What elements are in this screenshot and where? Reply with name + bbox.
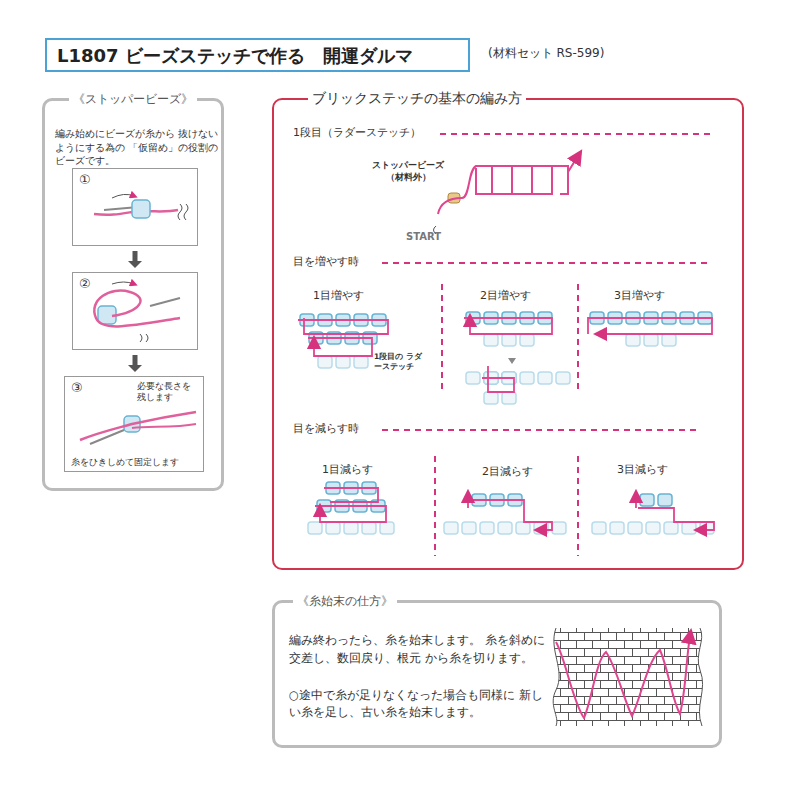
label-text: (材料セット RS-599) [488,46,604,62]
heading-wrap: ブリックステッチの基本の編み方 [308,89,526,108]
step-arrow [128,355,142,372]
label-text: 3目増やす [614,289,665,303]
title-box: L1807 ビーズステッチで作る 開運ダルマ [45,38,470,72]
label-text: 2目減らす [482,465,533,479]
panel-heading: 《ストッパービーズ》 [69,92,197,106]
panel-box: ② [72,272,198,350]
panel-box: ③ 必要な長さを 残します糸をひきしめて固定します [64,376,204,472]
label-text: START [406,230,441,243]
step-number: ② [79,275,91,293]
step-arrow [128,251,142,268]
step-number: ③ [71,379,83,397]
note-text: 糸をひきしめて固定します [71,456,179,468]
step-number: ① [79,171,91,189]
panel-box: ① [72,168,198,246]
heading-wrap: 《ストッパービーズ》 [45,91,221,107]
label-text: 目を減らす時 [293,422,359,436]
label-text: ストッパービーズ （材料外） [366,160,450,183]
label-text: 1段目の ラダーステッチ [374,352,426,372]
panel-box: ブリックステッチの基本の編み方 [272,98,744,570]
label-text: 2目増やす [480,289,531,303]
label-text: 3目減らす [617,463,668,477]
note-text: 編み始めにビーズが糸から 抜けないようにする為の 「仮留め」の役割のビーズです。 [55,127,220,168]
title-text: L1807 ビーズステッチで作る 開運ダルマ [57,44,413,68]
label-text: 1目減らす [322,463,373,477]
label-text: 目を増やす時 [293,255,359,269]
panel-box: 《糸始末の仕方》編み終わったら、糸を始末します。 糸を斜めに交差し、数回戻り、根… [272,600,722,748]
panel-heading: 《糸始末の仕方》 [293,594,397,608]
label-text: 1目増やす [313,289,364,303]
note-text: ○途中で糸が足りなくなった場合も同様に 新しい糸を足し、古い糸を始末します。 [289,687,551,720]
panel-heading: ブリックステッチの基本の編み方 [308,90,526,106]
panel-box: 《ストッパービーズ》編み始めにビーズが糸から 抜けないようにする為の 「仮留め」… [42,98,224,491]
note-text: 必要な長さを 残します [137,381,199,404]
label-text: 1段目（ラダーステッチ） [293,126,421,140]
note-text: 編み終わったら、糸を始末します。 糸を斜めに交差し、数回戻り、根元 から糸を切り… [289,631,549,667]
heading-wrap: 《糸始末の仕方》 [293,593,397,609]
